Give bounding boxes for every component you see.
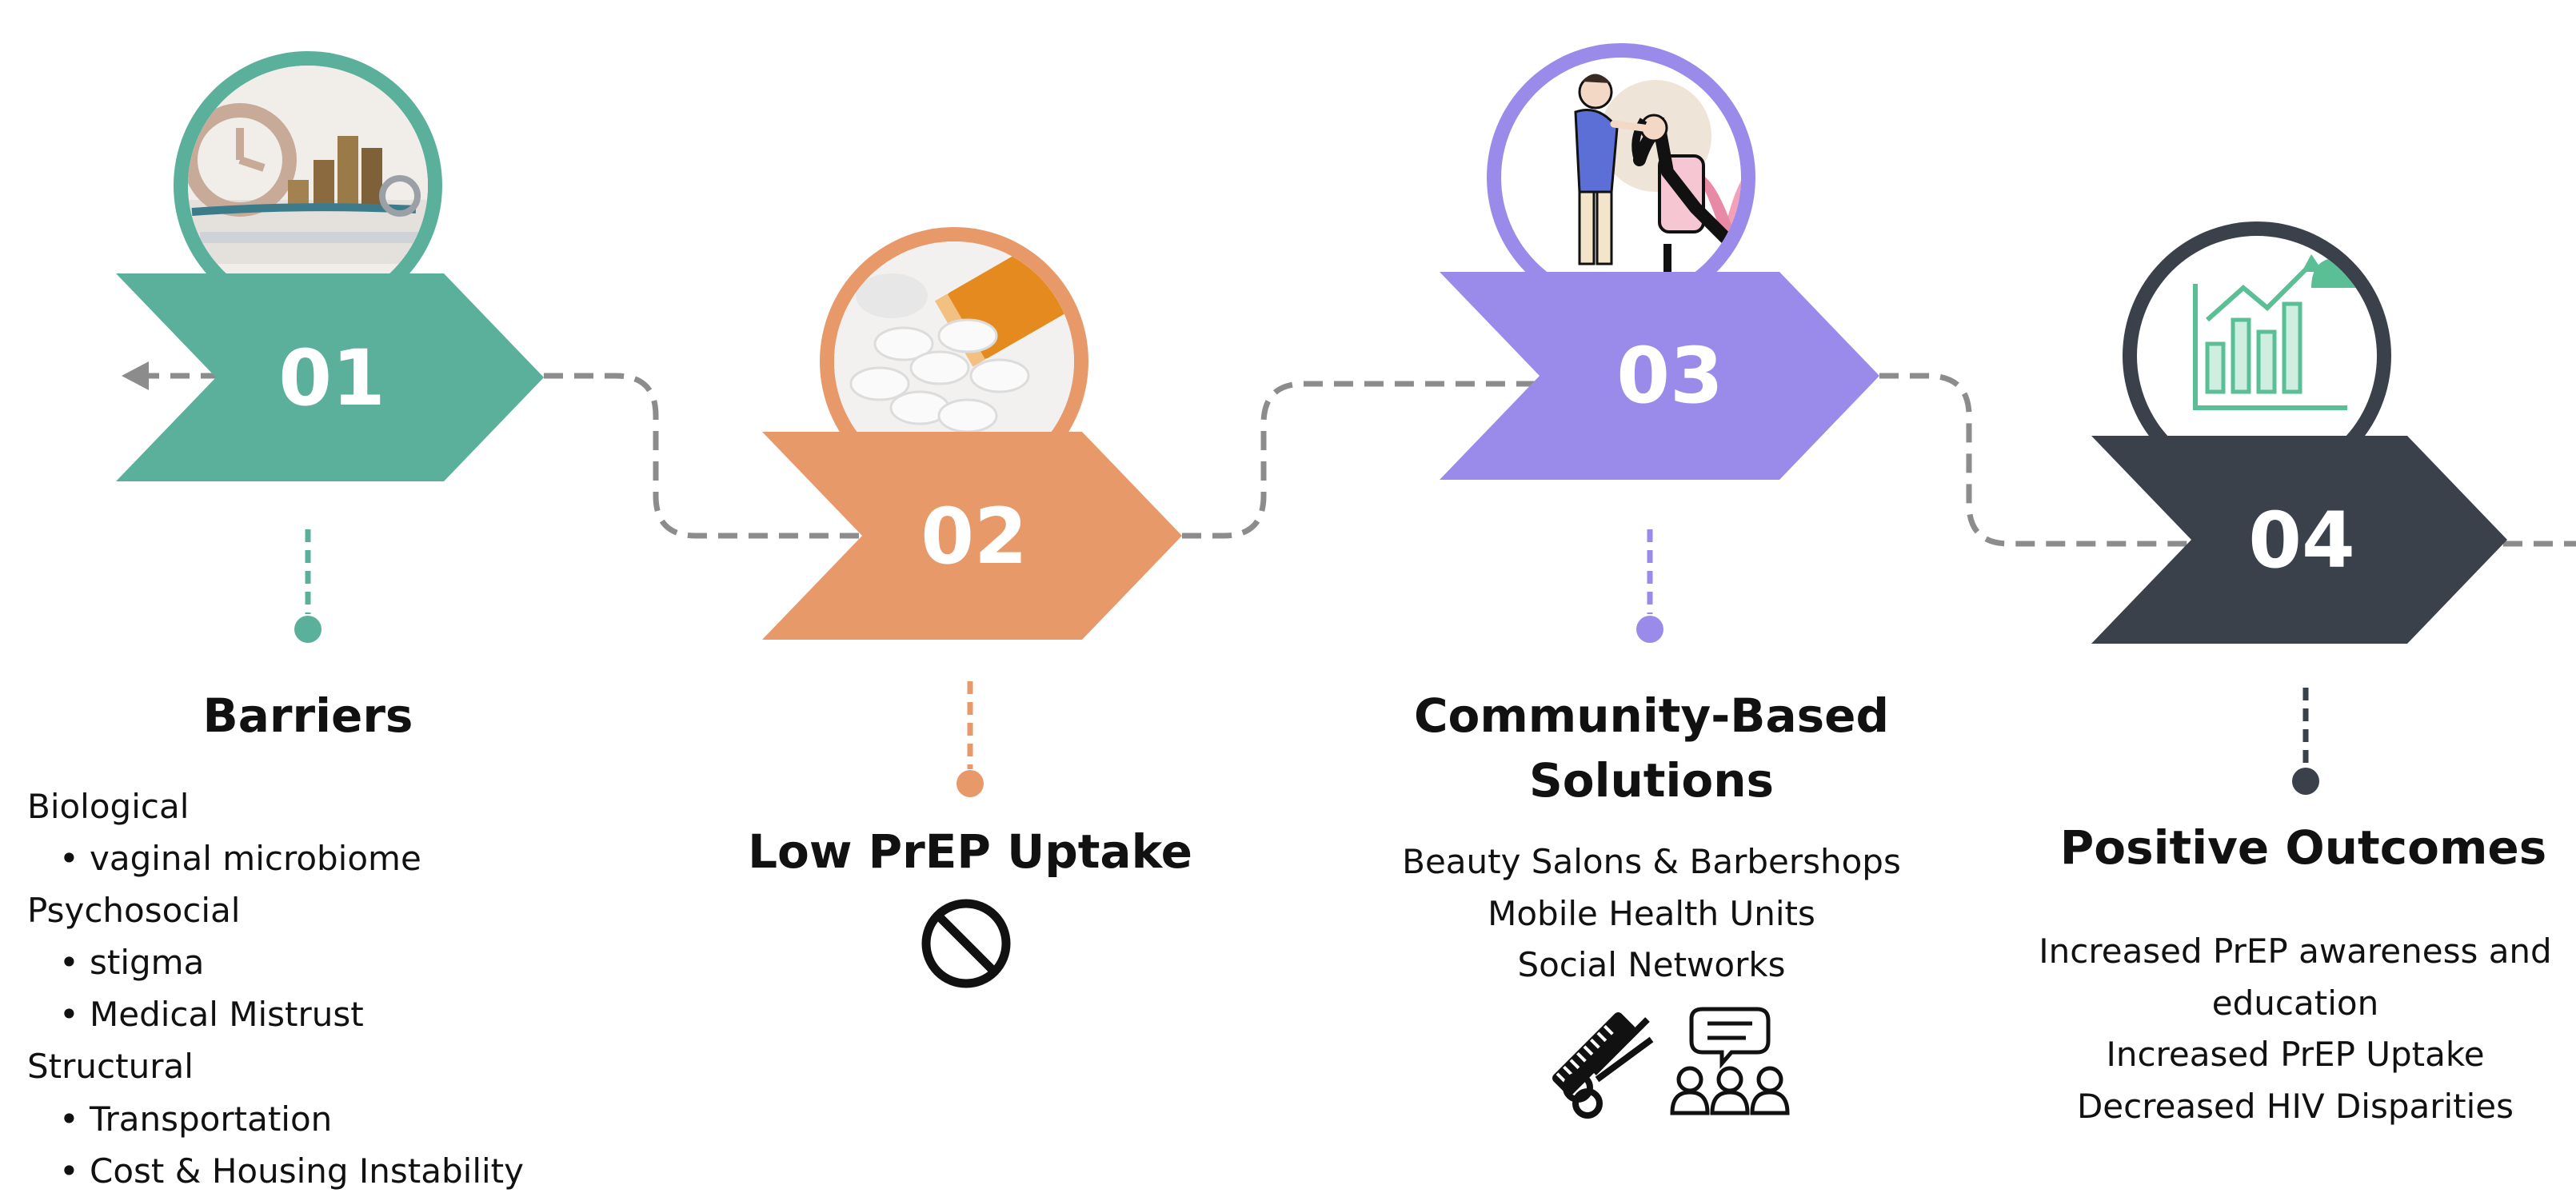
barrier-item: Transportation <box>27 1093 524 1145</box>
barrier-category: Structural <box>27 1047 194 1087</box>
outcomes-list: Increased PrEP awareness and education I… <box>2015 926 2575 1133</box>
prohibited-icon <box>921 899 1011 988</box>
step-04: 04 <box>2091 221 2507 795</box>
outcome-item: Increased PrEP awareness and <box>2039 932 2552 971</box>
group-discussion-icon <box>1670 1007 1790 1115</box>
step-02: 02 <box>762 227 1182 988</box>
solution-item: Mobile Health Units <box>1488 893 1815 933</box>
step-03-dot <box>1636 616 1663 643</box>
scissors-comb-icon <box>1552 1012 1654 1119</box>
solution-item: Social Networks <box>1517 945 1786 985</box>
connector-arrowhead <box>122 361 149 390</box>
outcome-item: Increased PrEP Uptake <box>2106 1035 2485 1075</box>
step-03-number: 03 <box>1616 331 1723 421</box>
step-01: 01 <box>116 51 544 643</box>
step-02-number: 02 <box>921 492 1028 581</box>
barber-illustration <box>1574 74 1741 276</box>
step-02-arrow <box>762 432 1182 640</box>
solutions-list: Beauty Salons & Barbershops Mobile Healt… <box>1344 836 1959 992</box>
step-02-dot <box>957 770 984 797</box>
outcome-item: education <box>2211 983 2379 1023</box>
step-03: 03 <box>1440 43 1879 1119</box>
step-04-dot <box>2292 768 2319 795</box>
outcome-item: Decreased HIV Disparities <box>2076 1087 2514 1127</box>
step-03-title: Community-Based Solutions <box>1413 688 1890 808</box>
step-01-title: Barriers <box>202 688 413 743</box>
step-03-arrow <box>1440 272 1879 480</box>
step-01-number: 01 <box>278 333 385 423</box>
barrier-item: stigma <box>27 936 524 988</box>
step-04-arrow <box>2091 436 2507 644</box>
barrier-category: Psychosocial <box>27 891 241 931</box>
barrier-category: Biological <box>27 787 190 826</box>
barriers-list: Biological vaginal microbiome Psychosoci… <box>27 780 524 1197</box>
step-01-dot <box>294 616 322 643</box>
step-04-number: 04 <box>2248 496 2355 585</box>
step-01-arrow <box>116 273 544 481</box>
barrier-item: Medical Mistrust <box>27 988 524 1040</box>
solution-item: Beauty Salons & Barbershops <box>1402 842 1901 881</box>
connector-line <box>144 373 2576 547</box>
step-02-title: Low PrEP Uptake <box>748 824 1192 879</box>
barrier-item: vaginal microbiome <box>27 832 524 884</box>
barrier-item: Cost & Housing Instability <box>27 1145 524 1197</box>
step-04-title: Positive Outcomes <box>2059 820 2547 875</box>
